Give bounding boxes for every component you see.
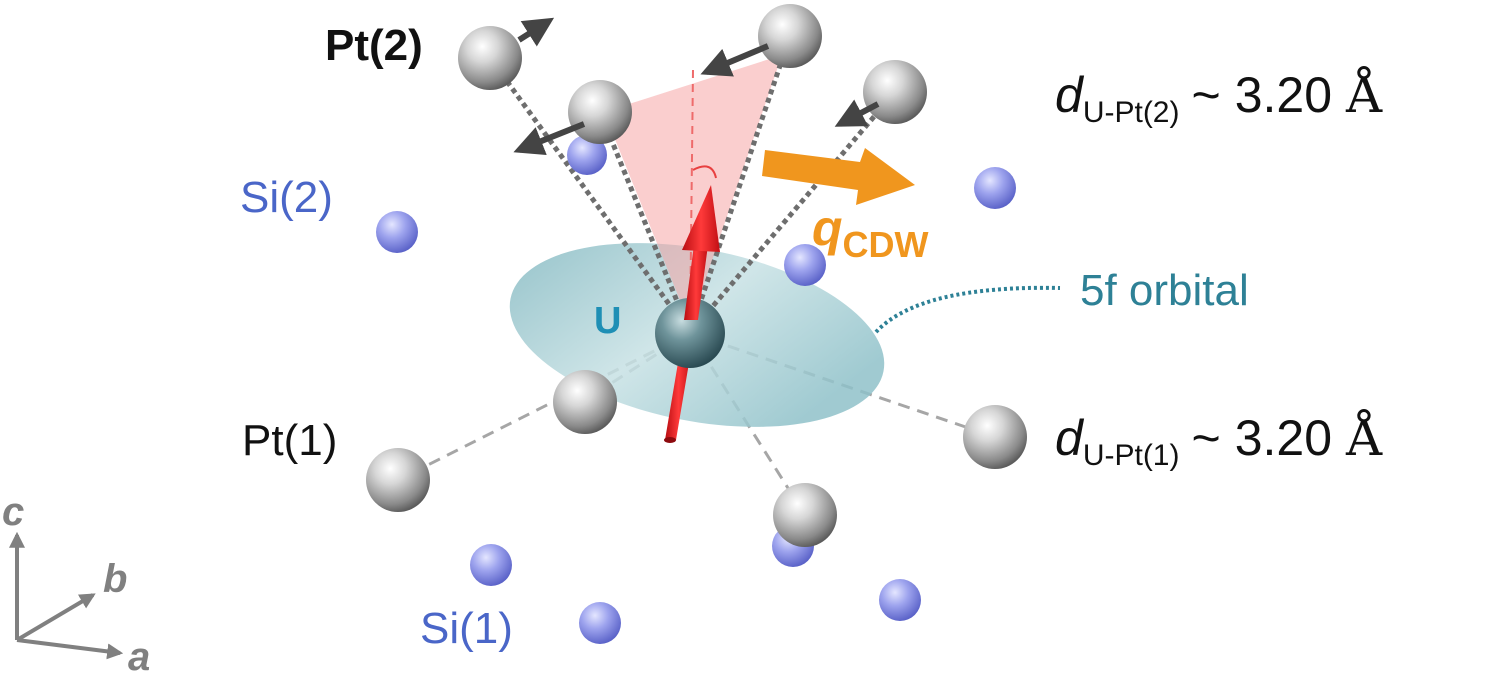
distance-pt2-relation: ~ bbox=[1191, 67, 1220, 123]
distance-pt1-relation: ~ bbox=[1191, 410, 1220, 466]
distance-pt1-symbol: d bbox=[1055, 410, 1085, 466]
pt2-atom bbox=[758, 4, 822, 68]
pt-atoms bbox=[366, 4, 1027, 547]
orbital-pointer bbox=[874, 285, 1061, 334]
pt1-atom bbox=[963, 405, 1027, 469]
qcdw-label: qCDW bbox=[812, 200, 929, 265]
qcdw-subscript: CDW bbox=[843, 224, 929, 265]
si1-label: Si(1) bbox=[420, 604, 513, 653]
magnetic-moment-tail bbox=[664, 345, 692, 443]
si-atom bbox=[376, 211, 418, 253]
pt2-displacement-arrows bbox=[513, 17, 880, 156]
pt1-atom bbox=[366, 448, 430, 512]
distance-pt1-unit: Å bbox=[1345, 408, 1383, 467]
a-axis bbox=[16, 638, 124, 660]
si-atom bbox=[567, 135, 607, 175]
axis-a-label: a bbox=[128, 635, 150, 675]
pt2-label: Pt(2) bbox=[325, 21, 423, 70]
axis-b-label: b bbox=[103, 557, 127, 601]
u-label: U bbox=[594, 300, 621, 342]
b-axis bbox=[15, 593, 96, 642]
qcdw-symbol: q bbox=[812, 200, 843, 256]
spin-precession-cone bbox=[604, 55, 782, 325]
cone-angle-arc bbox=[692, 165, 717, 179]
si-atoms bbox=[376, 135, 1016, 644]
pt2-bonds bbox=[487, 35, 897, 335]
axis-c-label: c bbox=[2, 490, 24, 534]
orbital-label: 5f orbital bbox=[1080, 266, 1249, 315]
magnetic-moment-arrow bbox=[682, 185, 720, 320]
u-atom bbox=[655, 298, 725, 368]
pt2-atom bbox=[568, 80, 632, 144]
pt2-atom bbox=[863, 60, 927, 124]
qcdw-arrow bbox=[762, 148, 915, 205]
si-atom bbox=[784, 244, 826, 286]
pt1-label: Pt(1) bbox=[242, 416, 337, 465]
si2-label: Si(2) bbox=[240, 173, 333, 222]
distance-pt2-subscript: U-Pt(2) bbox=[1083, 96, 1180, 129]
si-atom bbox=[470, 544, 512, 586]
distance-pt1-value: 3.20 bbox=[1235, 410, 1332, 466]
distance-pt2-unit: Å bbox=[1345, 65, 1383, 124]
si-atom bbox=[879, 579, 921, 621]
distance-pt2-value: 3.20 bbox=[1235, 67, 1332, 123]
si-atom bbox=[974, 167, 1016, 209]
distance-pt1-subscript: U-Pt(1) bbox=[1083, 439, 1180, 472]
axes bbox=[9, 531, 124, 660]
distance-pt2-symbol: d bbox=[1055, 67, 1085, 123]
pt1-atom bbox=[773, 483, 837, 547]
pt1-atom bbox=[553, 370, 617, 434]
pt2-atom bbox=[458, 26, 522, 90]
si-atom bbox=[579, 602, 621, 644]
